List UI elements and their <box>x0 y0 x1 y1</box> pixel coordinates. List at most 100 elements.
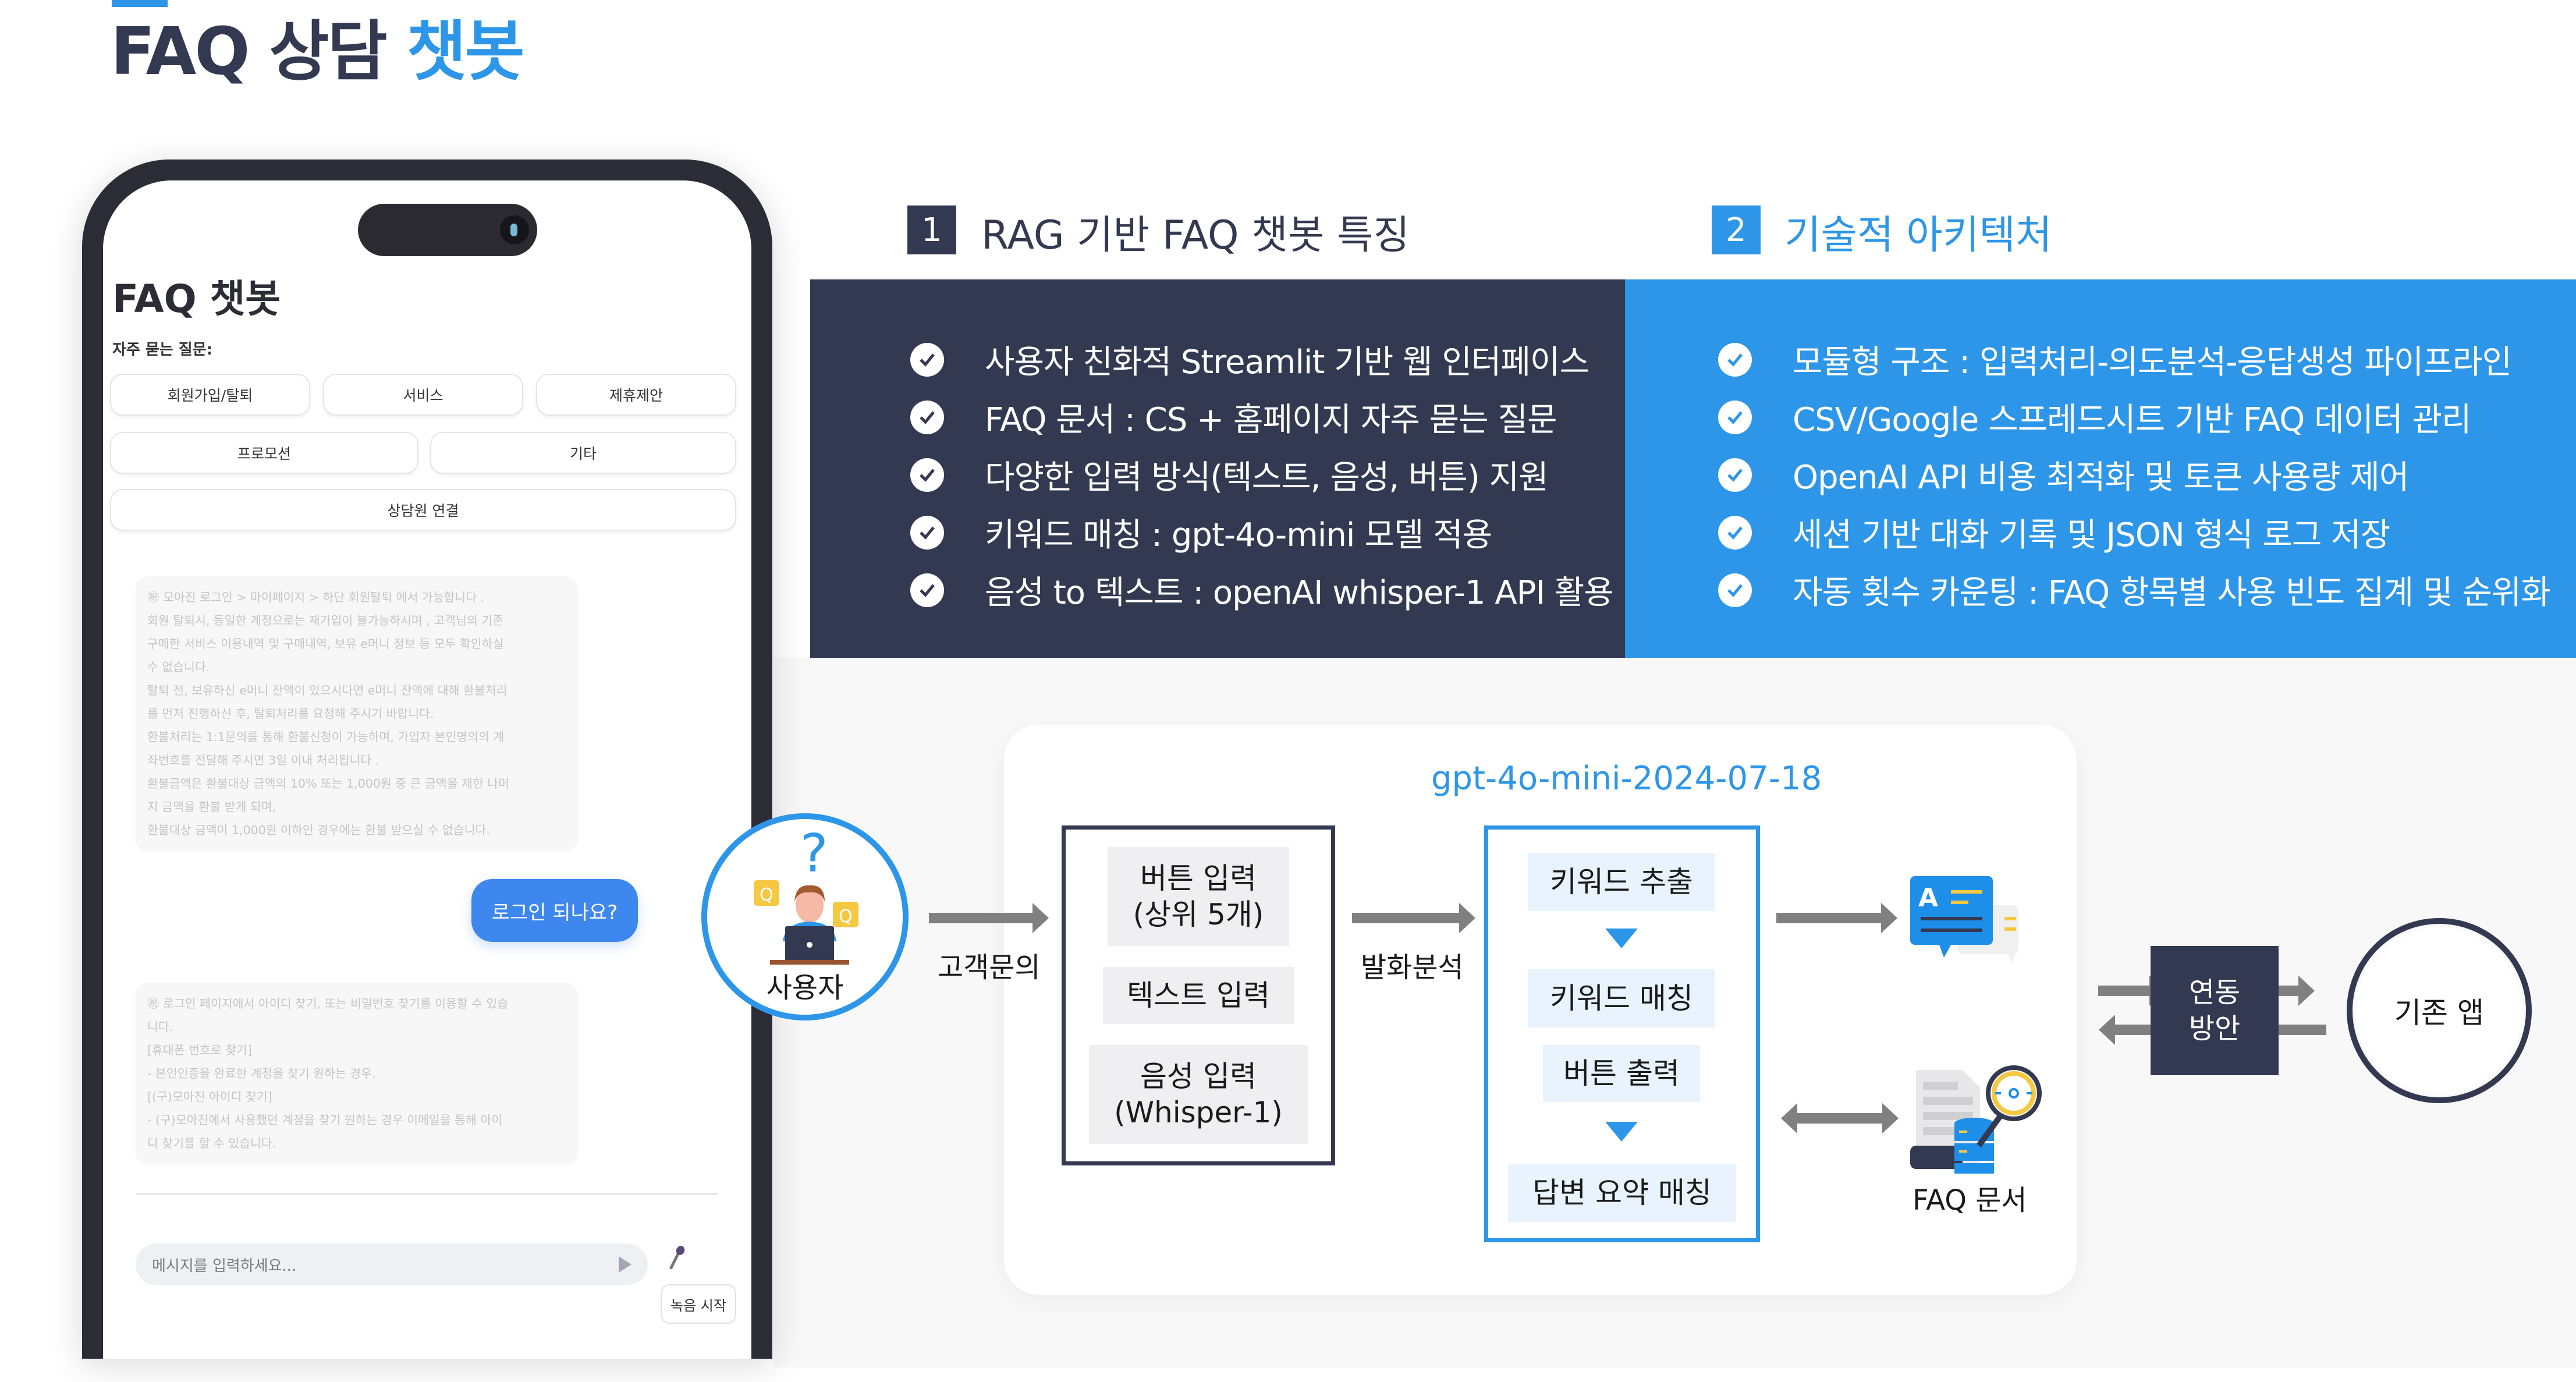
feature-item: CSV/Google 스프레드시트 기반 FAQ 데이터 관리 <box>1718 388 2576 446</box>
feature-text: CSV/Google 스프레드시트 기반 FAQ 데이터 관리 <box>1793 401 2472 439</box>
faq-button-agent[interactable]: 상담원 연결 <box>110 489 736 531</box>
check-icon <box>1718 342 1752 377</box>
page-title: FAQ 상담 챗봇 <box>111 14 525 90</box>
chip-text: 텍스트 입력 <box>1127 978 1270 1012</box>
check-icon <box>1718 458 1752 492</box>
section-1-title: RAG 기반 FAQ 챗봇 특징 <box>981 212 1410 258</box>
arrow-right <box>929 903 1049 933</box>
check-icon <box>910 515 944 550</box>
message-line: 구매한 서비스 이용내역 및 구매내역, 보유 e머니 정보 등 모두 확인하실 <box>147 637 504 651</box>
chat-response-icon: A <box>1910 876 2018 963</box>
svg-text:Q: Q <box>760 885 773 905</box>
process-step: 버튼 출력 <box>1543 1045 1700 1102</box>
svg-text:A: A <box>1918 883 1938 913</box>
message-line: 디 찾기를 할 수 있습니다. <box>147 1136 276 1150</box>
processing-pipeline-box: 키워드 추출 키워드 매칭 버튼 출력 답변 요약 매칭 <box>1484 825 1760 1242</box>
arrow-right <box>1776 903 1897 933</box>
message-line: 좌번호를 전달해 주시면 3일 이내 처리됩니다 . <box>147 753 379 767</box>
feature-text: OpenAI API 비용 최적화 및 토큰 사용량 제어 <box>1793 459 2409 497</box>
message-input-placeholder: 메시지를 입력하세요... <box>152 1257 297 1275</box>
message-line: [휴대폰 번호로 찾기] <box>147 1043 252 1057</box>
feature-text: 음성 to 텍스트 : openAI whisper-1 API 활용 <box>985 574 1614 612</box>
process-step: 키워드 추출 <box>1528 853 1715 911</box>
feature-item: 모듈형 구조 : 입력처리-의도분석-응답생성 파이프라인 <box>1718 331 2576 388</box>
faq-doc-label: FAQ 문서 <box>1913 1184 2027 1217</box>
model-label: gpt-4o-mini-2024-07-18 <box>1431 760 1822 798</box>
existing-app-node: 기존 앱 <box>2347 918 2532 1103</box>
message-line: [(구)모아진 아이디 찾기] <box>147 1090 272 1104</box>
message-line: 환불대상 금액이 1,000원 이하인 경우에는 환불 받으실 수 없습니다. <box>147 823 490 837</box>
bidirectional-arrow <box>1781 1103 1899 1133</box>
check-icon <box>910 573 944 607</box>
check-icon <box>1718 515 1752 550</box>
message-line: 를 먼저 진행하신 후, 탈퇴처리를 요청해 주시기 바랍니다. <box>147 707 434 721</box>
input-methods-box: 버튼 입력 (상위 5개) 텍스트 입력 음성 입력 (Whisper-1) <box>1062 825 1335 1165</box>
feature-item: 세션 기반 대화 기록 및 JSON 형식 로그 저장 <box>1718 504 2576 561</box>
feature-item: 자동 횟수 카운팅 : FAQ 항목별 사용 빈도 집계 및 순위화 <box>1718 561 2576 619</box>
message-line: - 본인인증을 완료한 계정을 찾기 원하는 경우. <box>147 1066 376 1080</box>
page-title-highlight: 챗봇 <box>406 14 525 90</box>
faq-label: 자주 묻는 질문: <box>112 341 213 359</box>
feature-item: OpenAI API 비용 최적화 및 토큰 사용량 제어 <box>1718 446 2576 504</box>
user-with-laptop-icon: ? Q Q <box>754 831 858 965</box>
feature-item: 음성 to 텍스트 : openAI whisper-1 API 활용 <box>910 561 1625 619</box>
faq-database-search-icon <box>1910 1065 2042 1174</box>
feature-text: FAQ 문서 : CS + 홈페이지 자주 묻는 질문 <box>985 401 1557 439</box>
integration-box: 연동 방안 <box>2151 946 2279 1075</box>
svg-text:?: ? <box>800 831 828 884</box>
process-step: 키워드 매칭 <box>1528 969 1715 1027</box>
message-line: ㊗ 로그인 페이지에서 아이디 찾기, 또는 비밀번호 찾기를 이용할 수 있습 <box>147 997 509 1011</box>
microphone-icon[interactable] <box>668 1246 686 1269</box>
arrow-label-inquiry: 고객문의 <box>938 951 1041 984</box>
check-icon <box>1718 400 1752 434</box>
faq-button-service[interactable]: 서비스 <box>323 374 523 416</box>
faq-button-promotion[interactable]: 프로모션 <box>110 432 418 474</box>
feature-item: 키워드 매칭 : gpt-4o-mini 모델 적용 <box>910 504 1625 561</box>
faq-button-partnership[interactable]: 제휴제안 <box>536 374 736 416</box>
chip-text: 버튼 입력 <box>1140 861 1257 895</box>
integration-text: 연동 <box>2188 976 2241 1009</box>
check-icon <box>910 458 944 492</box>
chip-text: (Whisper-1) <box>1114 1096 1283 1129</box>
page-title-main: FAQ 상담 <box>111 14 388 90</box>
features-panel: 사용자 친화적 Streamlit 기반 웹 인터페이스 FAQ 문서 : CS… <box>810 279 1625 658</box>
message-input[interactable]: 메시지를 입력하세요... <box>136 1243 648 1285</box>
user-node: ? Q Q 사용자 <box>701 813 909 1020</box>
message-line: 수 없습니다. <box>147 660 210 674</box>
feature-text: 모듈형 구조 : 입력처리-의도분석-응답생성 파이프라인 <box>1793 343 2512 381</box>
input-chip-text: 텍스트 입력 <box>1103 967 1294 1024</box>
check-icon <box>1718 573 1752 607</box>
send-icon[interactable] <box>619 1256 631 1273</box>
faq-button-etc[interactable]: 기타 <box>430 432 736 474</box>
message-line: ㊗ 모아진 로그인 > 마이페이지 > 하단 회원탈퇴 에서 가능합니다 . <box>147 590 485 604</box>
svg-text:Q: Q <box>839 906 853 927</box>
faq-button-signup[interactable]: 회원가입/탈퇴 <box>110 374 310 416</box>
record-button[interactable]: 녹음 시작 <box>661 1284 736 1324</box>
feature-item: FAQ 문서 : CS + 홈페이지 자주 묻는 질문 <box>910 388 1625 446</box>
divider <box>136 1193 718 1195</box>
feature-text: 키워드 매칭 : gpt-4o-mini 모델 적용 <box>985 516 1492 554</box>
arrow-left <box>2099 1015 2151 1045</box>
down-arrow-icon <box>1605 1122 1638 1142</box>
message-line: 회원 탈퇴시, 동일한 계정으로는 재가입이 불가능하시며 , 고객님의 기존 <box>147 614 504 628</box>
arrow-right <box>1352 903 1475 933</box>
process-step: 답변 요약 매칭 <box>1508 1164 1736 1222</box>
arrow-label-analysis: 발화분석 <box>1361 951 1464 984</box>
app-title: FAQ 챗봇 <box>112 277 281 321</box>
feature-item: 사용자 친화적 Streamlit 기반 웹 인터페이스 <box>910 331 1625 388</box>
section-2-title: 기술적 아키텍처 <box>1784 212 2052 258</box>
message-line: 니다. <box>147 1020 173 1034</box>
accent-bar <box>112 0 168 7</box>
message-line: 환불처리는 1:1문의를 통해 환불신청이 가능하며, 가입자 본인명의의 계 <box>147 730 505 744</box>
down-arrow-icon <box>1605 929 1638 948</box>
message-line: - (구)모아진에서 사용했던 계정을 찾기 원하는 경우 이메일을 통해 아이 <box>147 1113 503 1127</box>
feature-text: 다양한 입력 방식(텍스트, 음성, 버튼) 지원 <box>985 459 1549 497</box>
chip-text: (상위 5개) <box>1133 898 1264 931</box>
user-message: 로그인 되나요? <box>471 879 638 942</box>
section-2-number: 2 <box>1712 205 1761 254</box>
message-line: 환불금액은 환불대상 금액의 10% 또는 1,000원 중 큰 금액을 제한 … <box>147 777 510 791</box>
phone-screen: FAQ 챗봇 자주 묻는 질문: 회원가입/탈퇴 서비스 제휴제안 프로모션 기… <box>103 180 751 1359</box>
user-label: 사용자 <box>766 972 844 1004</box>
feature-text: 자동 횟수 카운팅 : FAQ 항목별 사용 빈도 집계 및 순위화 <box>1793 574 2551 612</box>
bot-message: ㊗ 로그인 페이지에서 아이디 찾기, 또는 비밀번호 찾기를 이용할 수 있습… <box>136 983 578 1164</box>
